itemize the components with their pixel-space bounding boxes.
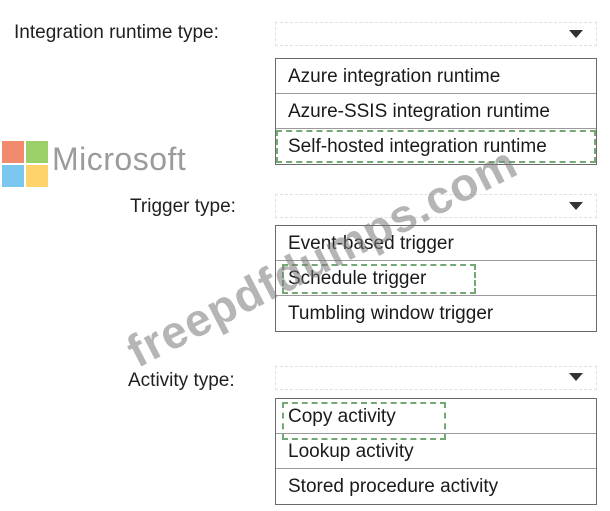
- option-schedule-trigger[interactable]: Schedule trigger: [276, 261, 596, 296]
- logo-square-green: [26, 141, 48, 163]
- chevron-down-icon[interactable]: [569, 202, 583, 210]
- option-event-based-trigger[interactable]: Event-based trigger: [276, 226, 596, 261]
- option-stored-procedure-activity[interactable]: Stored procedure activity: [288, 476, 499, 497]
- option-azure-ssis-integration-runtime[interactable]: Azure-SSIS integration runtime: [276, 94, 596, 129]
- option-lookup-activity[interactable]: Lookup activity: [276, 434, 596, 469]
- activity-type-options: Copy activity Lookup activity Stored pro…: [275, 398, 597, 505]
- integration-runtime-type-label: Integration runtime type:: [14, 22, 219, 43]
- integration-runtime-options: Azure integration runtime Azure-SSIS int…: [275, 58, 597, 165]
- logo-square-blue: [2, 165, 24, 187]
- option-self-hosted-integration-runtime[interactable]: Self-hosted integration runtime: [288, 136, 547, 157]
- integration-runtime-dropdown[interactable]: [275, 22, 597, 46]
- microsoft-logo-icon: [2, 141, 48, 187]
- trigger-type-dropdown[interactable]: [275, 194, 597, 218]
- option-azure-integration-runtime[interactable]: Azure integration runtime: [276, 59, 596, 94]
- trigger-type-options: Event-based trigger Schedule trigger Tum…: [275, 225, 597, 332]
- option-tumbling-window-trigger[interactable]: Tumbling window trigger: [288, 303, 494, 324]
- option-copy-activity[interactable]: Copy activity: [276, 399, 596, 434]
- logo-square-yellow: [26, 165, 48, 187]
- chevron-down-icon[interactable]: [569, 373, 583, 381]
- chevron-down-icon[interactable]: [569, 30, 583, 38]
- logo-square-red: [2, 141, 24, 163]
- microsoft-wordmark: Microsoft: [52, 141, 187, 177]
- activity-type-dropdown[interactable]: [275, 366, 597, 390]
- trigger-type-label: Trigger type:: [130, 196, 236, 217]
- activity-type-label: Activity type:: [128, 370, 235, 391]
